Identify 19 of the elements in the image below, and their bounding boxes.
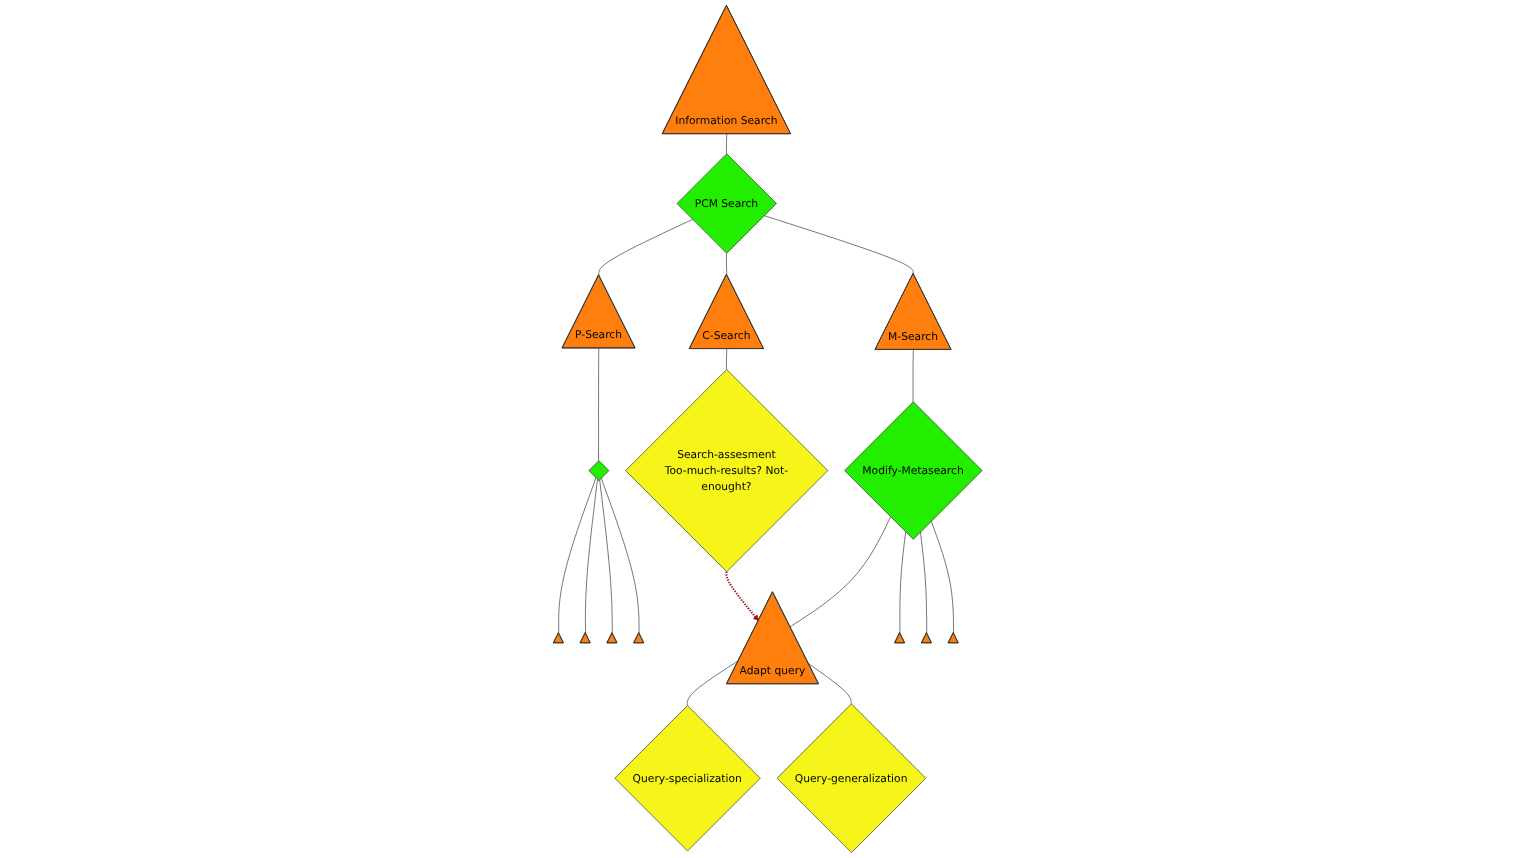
connector (601, 477, 640, 634)
connector (585, 479, 599, 634)
connector (599, 479, 613, 634)
connector (726, 348, 728, 370)
connector (598, 219, 694, 276)
connector (726, 133, 728, 155)
connector (912, 349, 914, 403)
connector (899, 531, 907, 634)
connector (920, 531, 928, 634)
arrow (725, 571, 760, 621)
connector (790, 516, 892, 628)
connector (687, 660, 740, 706)
connector (764, 215, 914, 275)
connector (931, 520, 955, 634)
node-diamond (588, 460, 610, 481)
connector (558, 477, 597, 634)
connector (726, 253, 728, 275)
connector (808, 663, 852, 705)
connector (598, 347, 600, 461)
